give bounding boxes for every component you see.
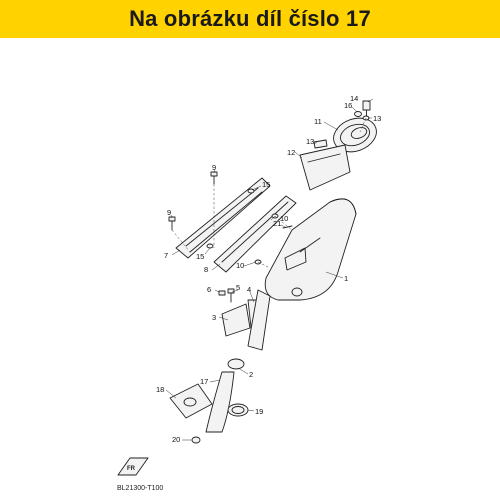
part-18-flange (169, 383, 213, 419)
callout-18: 18 (156, 385, 164, 394)
front-direction-badge: FR (117, 457, 149, 476)
header-banner: Na obrázku díl číslo 17 (0, 0, 500, 38)
callout-20: 20 (172, 435, 180, 444)
callout-2: 2 (249, 370, 253, 379)
part-5-bolt (227, 288, 235, 303)
callout-15-upper: 15 (262, 180, 270, 189)
page-title: Na obrázku díl číslo 17 (129, 6, 371, 31)
part-9-bolt-lower (168, 216, 176, 231)
callout-6: 6 (207, 285, 211, 294)
part-7-guard (175, 177, 271, 259)
callout-17: 17 (200, 377, 208, 386)
callout-5: 5 (236, 283, 240, 292)
callout-4: 4 (247, 285, 251, 294)
callout-1: 1 (344, 274, 348, 283)
part-12-heat-shield (299, 144, 351, 191)
callout-9-lower: 9 (167, 208, 171, 217)
part-20-nut (191, 436, 201, 444)
callout-9-upper: 9 (212, 163, 216, 172)
callout-15-lower: 15 (196, 252, 204, 261)
part-3-bracket (221, 303, 251, 337)
callout-19: 19 (255, 407, 263, 416)
callout-8: 8 (204, 265, 208, 274)
part-11-end-cap (333, 117, 377, 153)
callout-10-upper: 10 (280, 214, 288, 223)
part-17-pipe (205, 371, 235, 433)
part-19-ring (227, 403, 249, 417)
part-2-gasket (227, 358, 245, 370)
part-21-bolt (282, 225, 293, 229)
exhaust-pipe (247, 289, 271, 351)
callout-14: 14 (350, 94, 358, 103)
callout-16: 16 (344, 101, 352, 110)
part-13-clip (313, 139, 328, 149)
callout-21: 21 (273, 219, 281, 228)
part-6-bolt (218, 290, 226, 296)
callout-12: 12 (287, 148, 295, 157)
callout-10-lower: 10 (236, 261, 244, 270)
front-badge-label: FR (127, 466, 136, 472)
drawing-code: BL21300-T100 (117, 485, 163, 492)
callout-3: 3 (212, 313, 216, 322)
callout-13-left: 13 (306, 137, 314, 146)
part-9-bolt-upper (210, 171, 218, 185)
part-14-bolt (362, 100, 371, 117)
callout-13-right: 13 (373, 114, 381, 123)
callout-7: 7 (164, 251, 168, 260)
callout-11: 11 (314, 117, 322, 126)
part-15-nut-lower (206, 243, 214, 249)
part-16-washer (354, 111, 362, 117)
